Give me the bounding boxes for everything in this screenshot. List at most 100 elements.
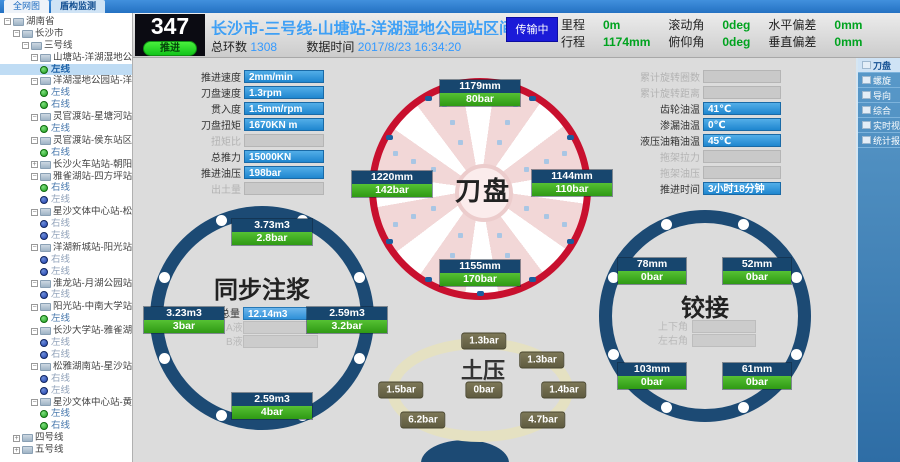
tree-item[interactable]: 左线 bbox=[0, 266, 132, 278]
cutter-tooth-icon bbox=[505, 253, 511, 259]
collapse-icon[interactable]: − bbox=[4, 18, 11, 26]
tree-item[interactable]: 左线 bbox=[0, 194, 132, 206]
folder-icon bbox=[40, 172, 51, 181]
tree-item[interactable]: 左线 bbox=[0, 385, 132, 397]
tree-item[interactable]: −松雅湖南站-星沙站区间 bbox=[0, 361, 132, 373]
tree-item-label: 右线 bbox=[51, 99, 71, 111]
collapse-icon[interactable]: − bbox=[31, 327, 38, 335]
stat-value: 0m bbox=[603, 18, 621, 32]
top-tab-shield-monitor[interactable]: 盾构监测 bbox=[51, 0, 106, 13]
tree-item[interactable]: 右线 bbox=[0, 420, 132, 432]
right-tab-report[interactable]: 统计报表 bbox=[858, 133, 900, 148]
tree-item[interactable]: 左线 bbox=[0, 87, 132, 99]
tree-item[interactable]: −淮龙站-月湖公园站区间 bbox=[0, 278, 132, 290]
param-label: 贯入度 bbox=[211, 105, 241, 116]
expand-icon[interactable]: + bbox=[31, 161, 38, 169]
grout-total-value: 12.14m3 bbox=[243, 307, 318, 320]
collapse-icon[interactable]: − bbox=[31, 303, 38, 311]
cutter-tooth-icon bbox=[523, 205, 529, 211]
tree-item[interactable]: 右线 bbox=[0, 99, 132, 111]
tree-item[interactable]: 右线 bbox=[0, 147, 132, 159]
tree-item[interactable]: −阳光站-中南大学站区间 bbox=[0, 301, 132, 313]
tab-icon bbox=[862, 91, 871, 99]
stat-label: 垂直偏差 bbox=[768, 35, 817, 49]
param-row: 扭矩比 bbox=[195, 134, 324, 148]
tree-item[interactable]: −湖南省 bbox=[0, 16, 132, 28]
tree-item[interactable]: −灵官渡站-侯东站区间 bbox=[0, 135, 132, 147]
tree-item[interactable]: 左线 bbox=[0, 123, 132, 135]
tree-item[interactable]: 右线 bbox=[0, 373, 132, 385]
collapse-icon[interactable]: − bbox=[31, 244, 38, 252]
earth-pressure-badge: 1.4bar bbox=[541, 381, 587, 399]
collapse-icon[interactable]: − bbox=[31, 113, 38, 121]
stat-value: 0deg bbox=[722, 35, 751, 49]
cutterhead-left-badge: 1220mm 142bar bbox=[352, 171, 432, 197]
tree-item[interactable]: −三号线 bbox=[0, 40, 132, 52]
tree-item[interactable]: 左线 bbox=[0, 408, 132, 420]
param-value: 15000KN bbox=[244, 150, 324, 163]
tree-item[interactable]: +五号线 bbox=[0, 444, 132, 456]
tree-item-label: 山塘站-洋湖湿地公园站 bbox=[53, 51, 132, 63]
collapse-icon[interactable]: − bbox=[31, 54, 38, 62]
tree-item[interactable]: −洋湖湿地公园站-洋湖新 bbox=[0, 75, 132, 87]
tree-item[interactable]: 右线 bbox=[0, 218, 132, 230]
param-row: 出土量 bbox=[195, 182, 324, 196]
tree-item[interactable]: −灵官渡站-星塘河站区间 bbox=[0, 111, 132, 123]
collapse-icon[interactable]: − bbox=[22, 42, 29, 50]
cutter-tooth-icon bbox=[523, 167, 529, 173]
tree-item[interactable]: 右线 bbox=[0, 254, 132, 266]
cutter-tooth-icon bbox=[449, 119, 455, 125]
collapse-icon[interactable]: − bbox=[13, 30, 20, 38]
tree-item[interactable]: 左线 bbox=[0, 230, 132, 242]
tree-item[interactable]: 左线 bbox=[0, 63, 132, 76]
grout-bottom-pressure: 4bar bbox=[232, 406, 312, 419]
tree-item-label: 星沙文体中心站-松雅湖 bbox=[53, 206, 132, 218]
tree-item[interactable]: −雅雀湖站-四方坪站区间 bbox=[0, 171, 132, 183]
top-tab-network-map[interactable]: 全网图 bbox=[4, 0, 50, 13]
status-dot-icon bbox=[40, 374, 48, 383]
tree-item[interactable]: − 星沙文体中心站-松雅湖 bbox=[0, 206, 132, 218]
collapse-icon[interactable]: − bbox=[31, 280, 38, 288]
expand-icon[interactable]: + bbox=[13, 434, 20, 442]
tree-item[interactable]: +四号线 bbox=[0, 432, 132, 444]
tree-item[interactable]: −长沙市 bbox=[0, 28, 132, 40]
tree-item[interactable]: −洋湖新城站-阳光站区间 bbox=[0, 242, 132, 254]
bolt-hole-icon bbox=[791, 348, 803, 360]
collapse-icon[interactable]: − bbox=[31, 137, 38, 145]
tree-item[interactable]: 左线 bbox=[0, 289, 132, 301]
right-tab-cutterhead[interactable]: 刀盘 bbox=[858, 58, 900, 73]
cutter-tooth-icon bbox=[410, 214, 416, 220]
param-label: 齿轮油温 bbox=[660, 105, 700, 116]
hinge-topright-badge: 52mm 0bar bbox=[723, 258, 791, 284]
hinge-bottomright-stroke: 61mm bbox=[723, 363, 791, 376]
collapse-icon[interactable]: − bbox=[31, 208, 38, 216]
param-value bbox=[703, 70, 781, 83]
right-tab-screw[interactable]: 螺旋 bbox=[858, 73, 900, 88]
param-row: 累计旋转圈数 bbox=[634, 70, 781, 84]
tree-item[interactable]: −长沙大学站-雅雀湖站区 bbox=[0, 325, 132, 337]
stat-value: 0deg bbox=[722, 18, 751, 32]
folder-icon bbox=[40, 398, 51, 407]
status-dot-icon bbox=[40, 255, 48, 264]
param-label: 拖架拉力 bbox=[660, 153, 700, 164]
status-dot-icon bbox=[40, 231, 48, 240]
right-tab-label: 统计报表 bbox=[873, 135, 900, 146]
collapse-icon[interactable]: − bbox=[31, 77, 38, 85]
tree-item[interactable]: +长沙火车站站-朝阳村站 bbox=[0, 159, 132, 171]
tree-item[interactable]: 右线 bbox=[0, 182, 132, 194]
right-tab-live-video[interactable]: 实时视频 bbox=[858, 118, 900, 133]
expand-icon[interactable]: + bbox=[13, 446, 20, 454]
tree-item[interactable]: − 山塘站-洋湖湿地公园站 bbox=[0, 52, 132, 64]
right-tab-guidance[interactable]: 导向 bbox=[858, 88, 900, 103]
collapse-icon[interactable]: − bbox=[31, 398, 38, 406]
earth-pressure-badge: 0bar bbox=[465, 381, 503, 399]
tree-item[interactable]: 左线 bbox=[0, 337, 132, 349]
tree-item[interactable]: −星沙文体中心站-黄兴大 bbox=[0, 397, 132, 409]
collapse-icon[interactable]: − bbox=[31, 363, 38, 371]
tree-item[interactable]: 左线 bbox=[0, 313, 132, 325]
right-tab-overview[interactable]: 综合 bbox=[858, 103, 900, 118]
collapse-icon[interactable]: − bbox=[31, 173, 38, 181]
tree-item[interactable]: 右线 bbox=[0, 349, 132, 361]
